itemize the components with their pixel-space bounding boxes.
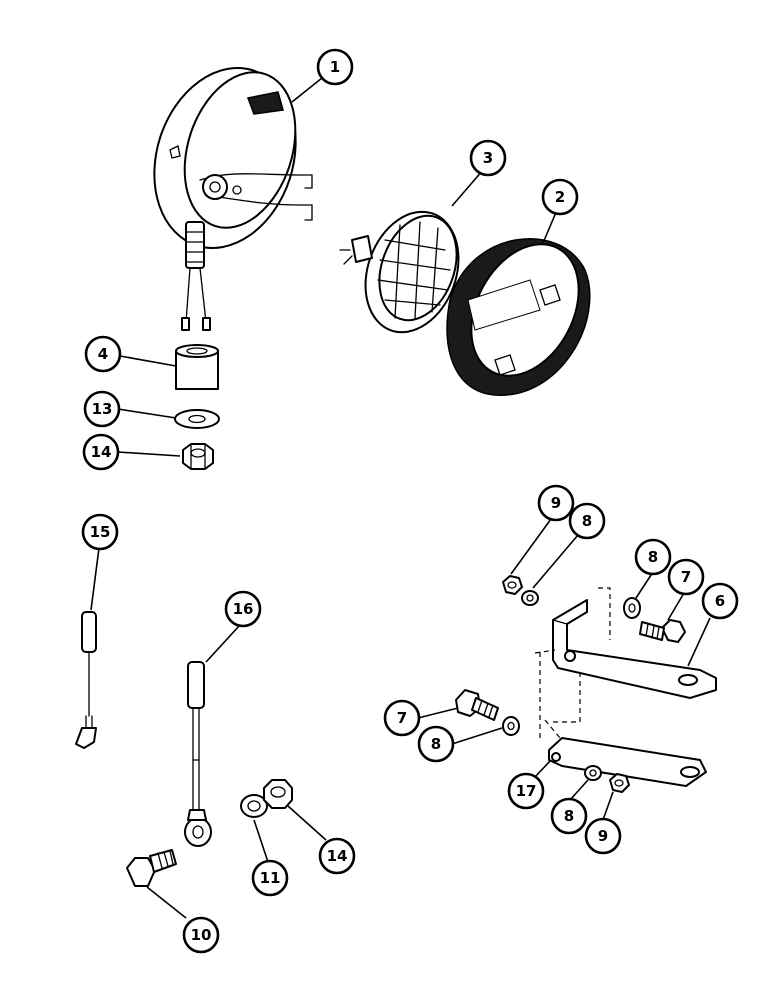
- rubber-bezel-ring: [446, 238, 591, 396]
- callout-1: 1: [316, 48, 354, 86]
- callout-10: 10: [182, 916, 220, 954]
- svg-text:7: 7: [681, 568, 691, 586]
- svg-text:15: 15: [90, 523, 111, 541]
- svg-text:17: 17: [516, 782, 537, 800]
- nut-top: [502, 575, 523, 595]
- mounting-bracket-lower: [548, 737, 707, 787]
- hex-bolt-lower: [126, 849, 177, 887]
- callout-6: 6: [701, 582, 739, 620]
- hex-nut-lower: [263, 779, 293, 809]
- spacer-bushing: [175, 344, 219, 390]
- washer-lower: [584, 765, 602, 781]
- flat-washer: [174, 409, 220, 429]
- callout-9-upper: 9: [537, 484, 575, 522]
- callout-4: 4: [84, 335, 122, 373]
- callout-13: 13: [83, 390, 121, 428]
- svg-text:8: 8: [582, 512, 592, 530]
- svg-text:14: 14: [327, 847, 348, 865]
- nut-lower: [609, 773, 630, 793]
- svg-text:8: 8: [431, 735, 441, 753]
- svg-text:8: 8: [564, 807, 574, 825]
- callout-17: 17: [507, 772, 545, 810]
- svg-text:1: 1: [330, 58, 340, 76]
- sealed-beam-lamp: [339, 210, 460, 334]
- lamp-housing: [153, 67, 313, 331]
- callout-8-left: 8: [417, 725, 455, 763]
- svg-text:3: 3: [483, 149, 493, 167]
- callout-15: 15: [81, 513, 119, 551]
- callout-3: 3: [469, 139, 507, 177]
- callout-8-lower: 8: [550, 797, 588, 835]
- lock-washer: [240, 794, 268, 818]
- callout-14-lower: 14: [318, 837, 356, 875]
- svg-text:2: 2: [555, 188, 565, 206]
- svg-text:7: 7: [397, 709, 407, 727]
- svg-text:9: 9: [551, 494, 561, 512]
- callout-16: 16: [224, 590, 262, 628]
- hex-bolt-left: [455, 689, 499, 721]
- alignment-guide-lines: [534, 587, 611, 740]
- callout-11: 11: [251, 859, 289, 897]
- svg-text:8: 8: [648, 548, 658, 566]
- callout-7-right: 7: [667, 558, 705, 596]
- svg-text:6: 6: [715, 592, 725, 610]
- callout-7-left: 7: [383, 699, 421, 737]
- washer-upper-right: [623, 597, 641, 619]
- svg-text:16: 16: [233, 600, 254, 618]
- svg-text:10: 10: [191, 926, 212, 944]
- washer-top: [521, 590, 539, 606]
- washer-left: [502, 716, 520, 736]
- callout-8-right: 8: [634, 538, 672, 576]
- callout-2: 2: [541, 178, 579, 216]
- callout-14-upper: 14: [82, 433, 120, 471]
- ground-lead: [184, 661, 212, 847]
- svg-text:9: 9: [598, 827, 608, 845]
- lock-nut-upper: [182, 443, 214, 470]
- connector-lead-short: [75, 611, 97, 749]
- svg-text:11: 11: [260, 869, 281, 887]
- mounting-bracket-upper: [552, 599, 717, 699]
- leader-lines: [90, 77, 711, 919]
- svg-text:14: 14: [91, 443, 112, 461]
- hex-bolt-upper: [639, 619, 686, 643]
- svg-text:4: 4: [98, 345, 108, 363]
- svg-text:13: 13: [92, 400, 113, 418]
- callout-8-upper: 8: [568, 502, 606, 540]
- callout-9-lower: 9: [584, 817, 622, 855]
